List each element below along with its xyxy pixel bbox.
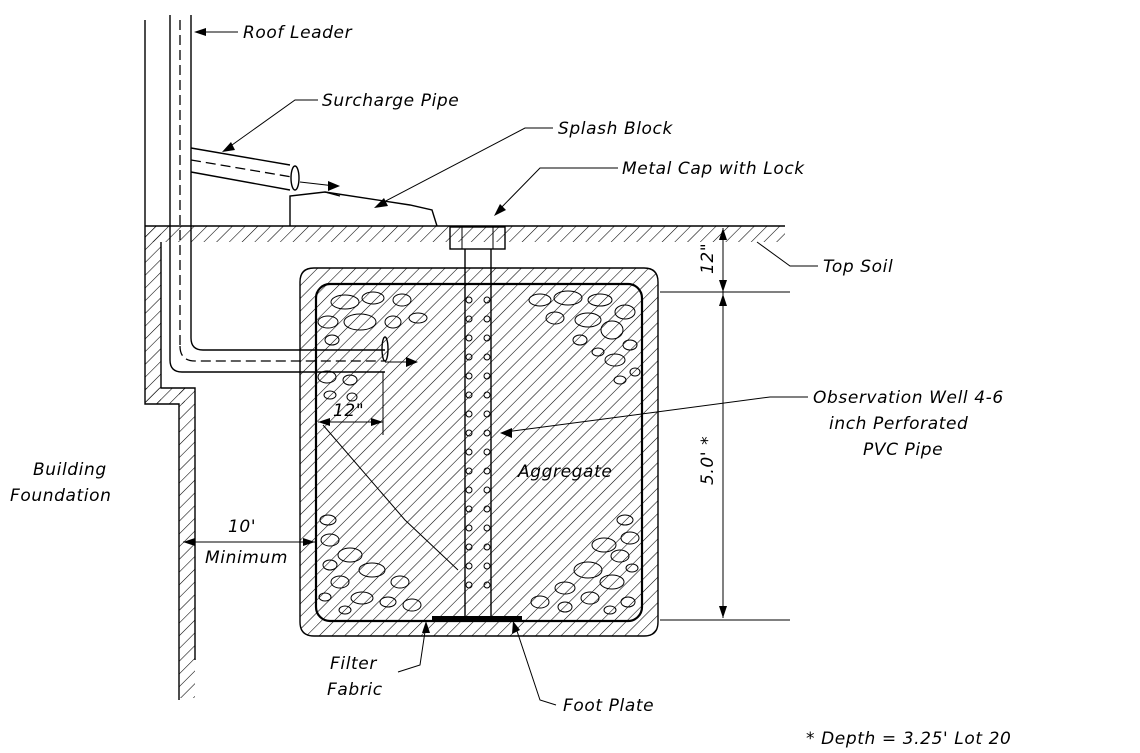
perforation-hole xyxy=(483,372,491,380)
label-minimum: Minimum xyxy=(205,548,288,568)
metal-cap xyxy=(449,226,506,250)
perforation-hole xyxy=(483,429,491,437)
label-surcharge-pipe: Surcharge Pipe xyxy=(322,91,459,111)
perforation-hole xyxy=(483,334,491,342)
perforation-hole xyxy=(465,296,473,304)
foot-plate xyxy=(432,616,522,620)
perforation-hole xyxy=(465,505,473,513)
perforation-hole xyxy=(465,372,473,380)
label-building-2: Foundation xyxy=(10,486,112,506)
label-metal-cap: Metal Cap with Lock xyxy=(622,159,805,179)
perforation-hole xyxy=(465,581,473,589)
label-pipe-offset: 12" xyxy=(333,401,364,421)
flow-arrows xyxy=(299,181,418,367)
label-foot-plate: Foot Plate xyxy=(563,696,654,716)
dimension-lines xyxy=(183,228,790,621)
splash-block xyxy=(289,191,438,227)
perforation-hole xyxy=(483,562,491,570)
perforation-hole xyxy=(465,486,473,494)
perforation-hole xyxy=(483,543,491,551)
perforation-hole xyxy=(483,353,491,361)
perforation-hole xyxy=(465,410,473,418)
label-footnote: * Depth = 3.25' Lot 20 xyxy=(806,729,1011,749)
top-soil-layer xyxy=(145,225,785,242)
label-min-value: 10' xyxy=(228,517,256,537)
label-splash-block: Splash Block xyxy=(558,119,673,139)
perforation-hole xyxy=(483,315,491,323)
perforation-hole xyxy=(465,543,473,551)
perforation-hole xyxy=(483,467,491,475)
perforation-hole xyxy=(483,524,491,532)
perforation-hole xyxy=(465,467,473,475)
perforation-hole xyxy=(483,581,491,589)
perforation-hole xyxy=(483,296,491,304)
perforation-hole xyxy=(483,391,491,399)
perforation-hole xyxy=(465,353,473,361)
perforation-hole xyxy=(483,410,491,418)
perforation-hole xyxy=(465,562,473,570)
label-observation-well-3: PVC Pipe xyxy=(863,440,943,460)
label-observation-well-2: inch Perforated xyxy=(829,414,968,434)
perforation-hole xyxy=(465,524,473,532)
label-filter-2: Fabric xyxy=(327,680,383,700)
label-topsoil-depth: 12" xyxy=(698,243,718,274)
perforation-hole xyxy=(465,429,473,437)
perforation-hole xyxy=(465,334,473,342)
label-aggregate: Aggregate xyxy=(517,462,612,482)
labels: Roof Leader Surcharge Pipe Splash Block … xyxy=(10,23,1011,749)
label-filter-1: Filter xyxy=(330,654,377,674)
label-observation-well-1: Observation Well 4-6 xyxy=(813,388,1004,408)
surcharge-pipe xyxy=(190,147,300,191)
perforation-hole xyxy=(483,505,491,513)
perforation-hole xyxy=(465,391,473,399)
perforation-hole xyxy=(483,448,491,456)
aggregate-stones xyxy=(317,290,641,615)
label-top-soil: Top Soil xyxy=(823,257,893,277)
label-depth-dimension: 5.0' * xyxy=(698,436,718,485)
label-roof-leader: Roof Leader xyxy=(243,23,353,43)
label-building-1: Building xyxy=(33,460,107,480)
perforation-hole xyxy=(483,486,491,494)
perforation-hole xyxy=(465,448,473,456)
drywell-pit xyxy=(299,267,659,637)
leader-lines xyxy=(194,28,818,706)
perforation-hole xyxy=(465,315,473,323)
observation-well-pipe xyxy=(464,249,492,618)
